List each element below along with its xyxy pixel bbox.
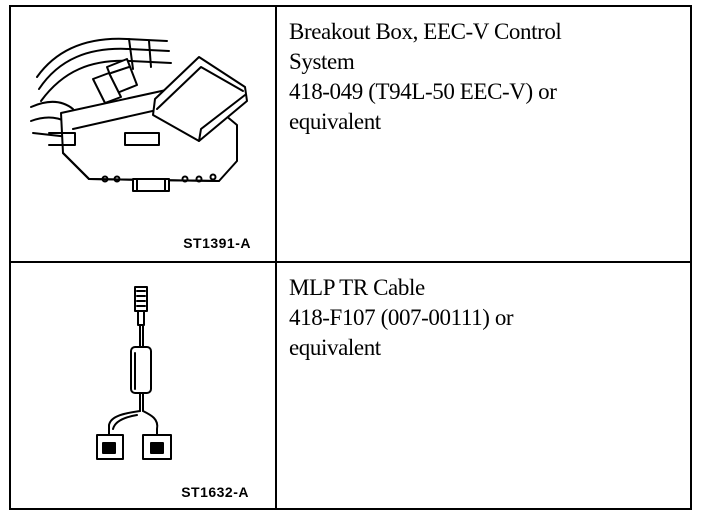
illustration-code: ST1391-A — [183, 235, 251, 251]
tool-equivalent-note: equivalent — [289, 109, 381, 134]
illustration-code: ST1632-A — [181, 484, 249, 500]
tool-illustration-cell: ST1391-A — [11, 7, 277, 261]
tool-name: MLP TR Cable — [289, 275, 425, 300]
tool-illustration-cell: ST1632-A — [11, 263, 277, 508]
tool-name-continued: System — [289, 49, 355, 74]
mlp-tr-cable-icon — [96, 286, 172, 460]
tool-row-mlp-tr-cable: ST1632-A MLP TR Cable 418-F107 (007-0011… — [11, 261, 690, 508]
special-tools-table: ST1391-A Breakout Box, EEC-V Control Sys… — [9, 5, 692, 510]
tool-part-number: 418-F107 (007-00111) or — [289, 305, 514, 330]
tool-name: Breakout Box, EEC-V Control — [289, 19, 562, 44]
tool-part-number: 418-049 (T94L-50 EEC-V) or — [289, 79, 557, 104]
tool-equivalent-note: equivalent — [289, 335, 381, 360]
tool-description-cell: MLP TR Cable 418-F107 (007-00111) or equ… — [279, 263, 690, 508]
breakout-box-icon — [30, 37, 248, 192]
tool-description-cell: Breakout Box, EEC-V Control System 418-0… — [279, 7, 690, 261]
tool-row-breakout-box: ST1391-A Breakout Box, EEC-V Control Sys… — [11, 7, 690, 261]
